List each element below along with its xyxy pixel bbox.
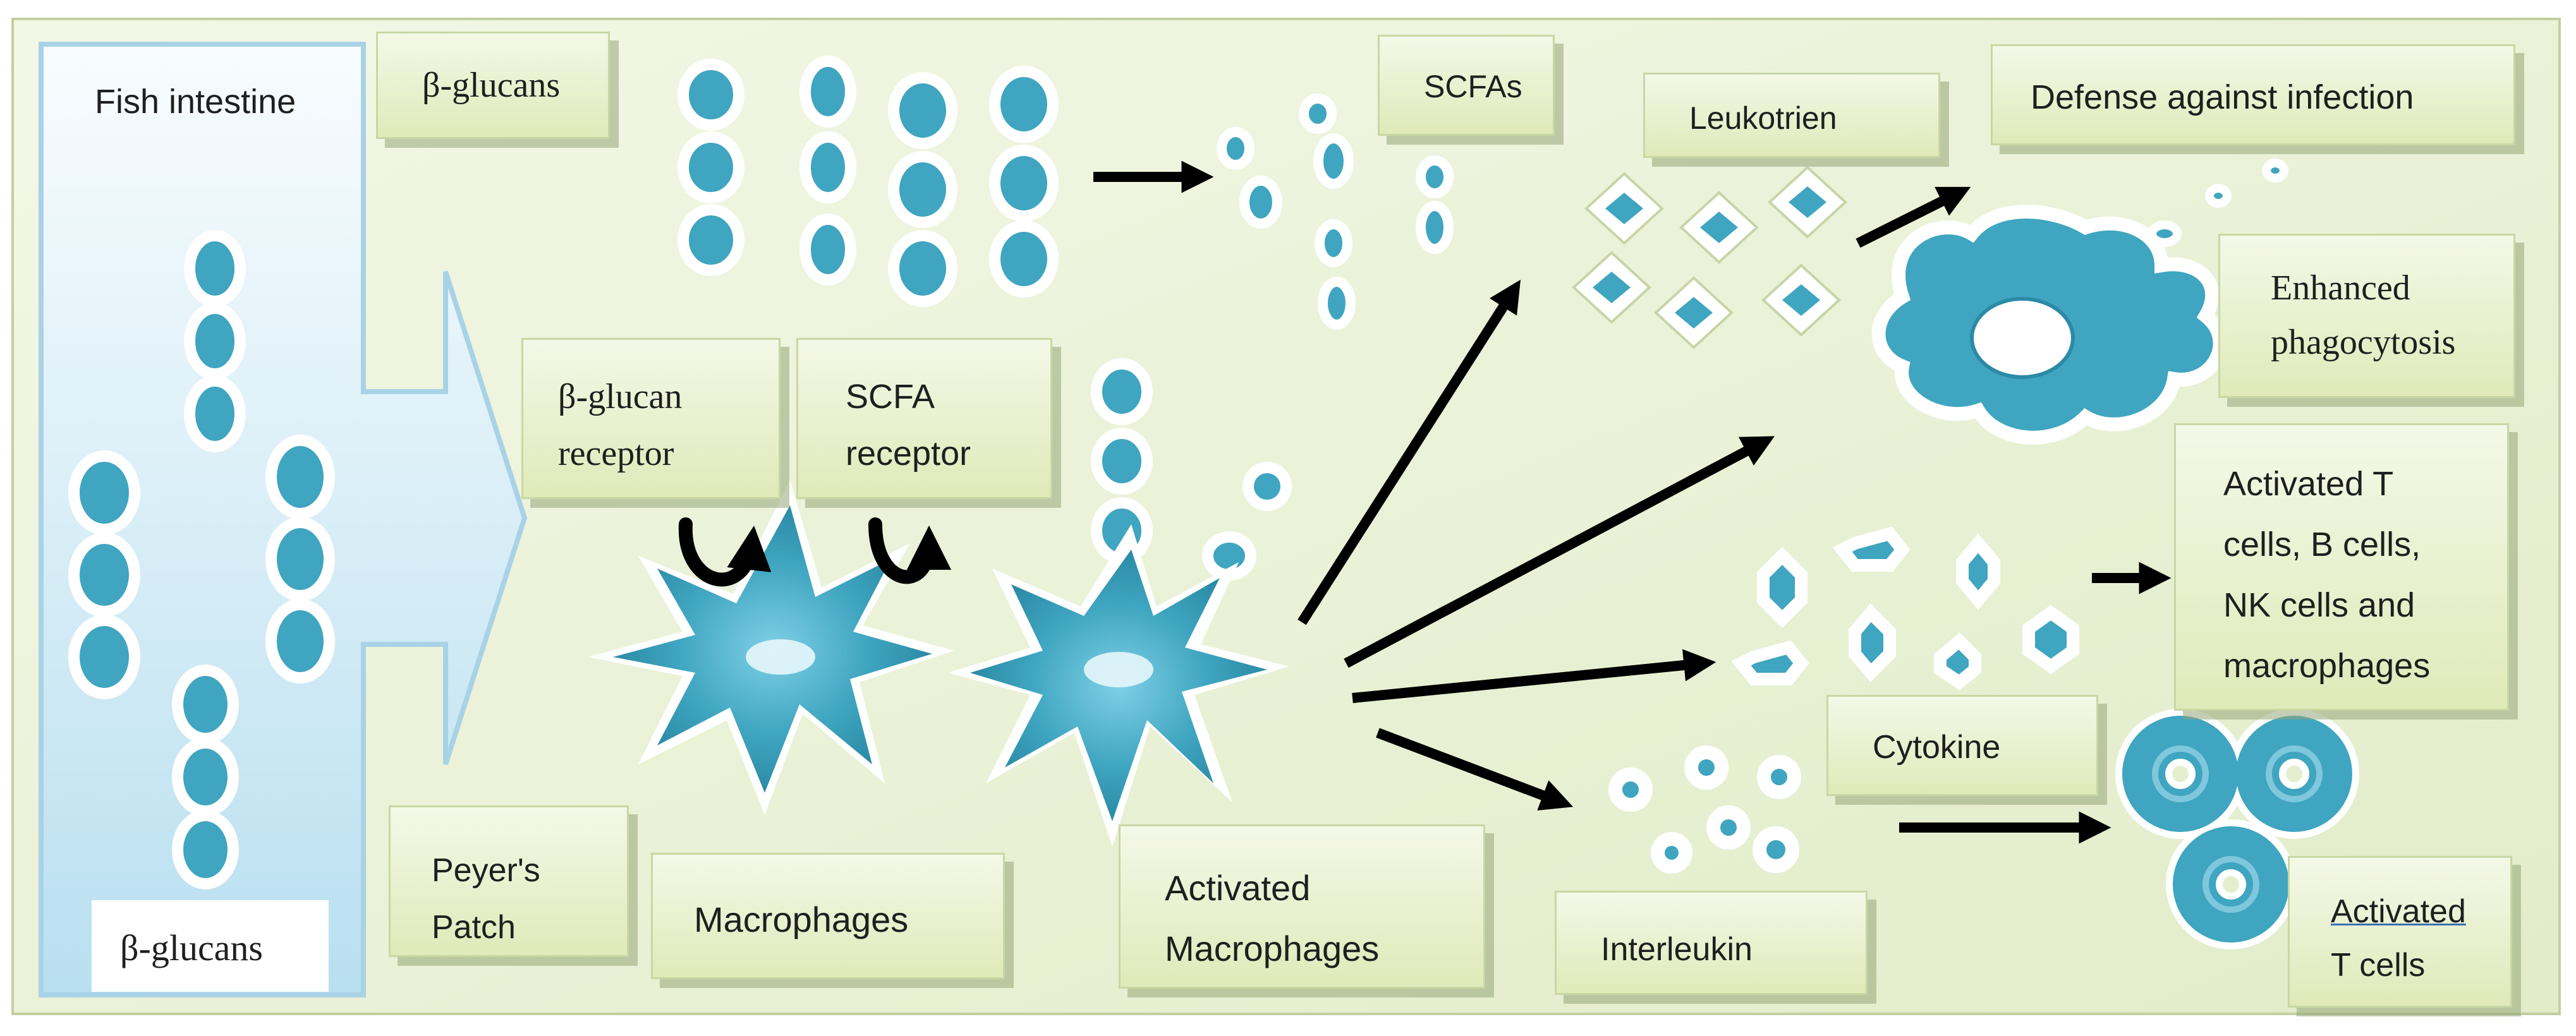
- macrophage-burst: [588, 480, 954, 815]
- beta-glucans-top-box: β-glucans: [376, 32, 610, 139]
- burst-nucleus: [1084, 652, 1153, 687]
- cell: [1091, 358, 1153, 425]
- cell: [172, 665, 239, 744]
- cell: [1091, 428, 1153, 495]
- beta-glucan-chains-top: [677, 56, 1059, 307]
- cell: [677, 131, 744, 203]
- flow-arrows: [1093, 160, 2172, 844]
- t-cell: [2122, 716, 2239, 832]
- beta-glucan-receptor-box: β-glucan receptor: [521, 338, 781, 499]
- defense-box: Defense against infection: [1991, 44, 2515, 145]
- interleukin-cells: [1608, 745, 1801, 874]
- cell: [1242, 462, 1292, 511]
- peyers-patch-box: Peyer's Patch: [389, 805, 629, 957]
- particle: [2205, 184, 2232, 208]
- cell: [184, 375, 246, 452]
- cell: [184, 230, 246, 307]
- receptor-curved-arrows: [678, 517, 952, 587]
- arrow-to-cytokine: [1352, 649, 1716, 703]
- cell: [1757, 755, 1801, 799]
- t-cell: [2173, 826, 2289, 943]
- cell: [799, 56, 856, 128]
- particle: [2148, 220, 2182, 247]
- leukotrien-box: Leukotrien: [1643, 73, 1940, 158]
- cell: [1416, 155, 1454, 198]
- scfa-receptor-box: SCFA receptor: [796, 338, 1052, 499]
- cell: [265, 517, 335, 601]
- cell: [265, 599, 335, 684]
- cytokine-hexagons: [1731, 526, 2079, 690]
- cell: [1651, 832, 1692, 874]
- activated-t-cells-box: Activated T cells: [2288, 856, 2512, 1008]
- cell: [1684, 745, 1728, 790]
- cell: [68, 533, 140, 617]
- cell: [677, 204, 744, 276]
- cell: [184, 303, 246, 380]
- cell: [677, 59, 744, 131]
- cell: [1315, 219, 1352, 267]
- enhanced-phagocytosis-box: Enhanced phagocytosis: [2218, 234, 2515, 398]
- cell: [1313, 133, 1354, 189]
- cell: [888, 151, 957, 228]
- activated-macrophage-burst: [948, 524, 1289, 846]
- hexagon: [2022, 605, 2079, 675]
- hexagon: [1849, 603, 1896, 682]
- cell: [888, 230, 957, 307]
- cell: [1706, 805, 1751, 850]
- hexagon: [1832, 526, 1911, 572]
- cytokine-box: Cytokine: [1826, 695, 2098, 796]
- beta-glucans-bottom-label: β-glucans: [92, 900, 329, 992]
- cell: [1318, 277, 1356, 330]
- interleukin-box: Interleukin: [1555, 891, 1868, 995]
- cell: [1416, 201, 1454, 254]
- cell: [799, 131, 856, 203]
- arrow-to-interleukin: [1376, 728, 1574, 811]
- cell: [1753, 826, 1799, 873]
- beta-glucan-chains-intestine: [68, 230, 335, 889]
- cell: [888, 72, 957, 149]
- scfa-fragments: [1217, 93, 1454, 330]
- cell: [799, 214, 856, 286]
- scfas-box: SCFAs: [1378, 35, 1555, 136]
- macrophages-box: Macrophages: [651, 853, 1005, 979]
- cell: [265, 435, 335, 519]
- hexagon: [1934, 632, 1981, 690]
- activated-macrophages-box: Activated Macrophages: [1119, 824, 1485, 989]
- cell: [1217, 127, 1255, 170]
- phagocyte-cell: [1871, 159, 2288, 445]
- fish-intestine-label: Fish intestine: [95, 83, 296, 121]
- cell: [68, 615, 140, 699]
- cell: [1608, 768, 1653, 812]
- arrow-to-phagocytosis: [1344, 436, 1775, 668]
- arrow-leukotrien-to-phagocyte: [1856, 186, 1971, 248]
- hexagon: [1731, 640, 1809, 685]
- activated-t-cells: [2115, 709, 2359, 949]
- hexagon: [1956, 533, 2000, 610]
- cell: [68, 450, 140, 535]
- cell: [1239, 176, 1282, 229]
- cell: [989, 220, 1059, 298]
- hexagon: [1757, 546, 1807, 629]
- arrow-to-leukotrien: [1297, 279, 1521, 625]
- macrophage-precursor-cells: [1091, 358, 1292, 581]
- leukotrien-diamonds: [1572, 166, 1847, 349]
- cell: [172, 737, 239, 817]
- intestine-arrow: [39, 42, 528, 997]
- cell: [989, 145, 1059, 222]
- cell: [1299, 93, 1337, 134]
- nucleus: [1970, 297, 2075, 379]
- particle: [2262, 159, 2288, 183]
- activated-cells-box: Activated T cells, B cells, NK cells and…: [2174, 423, 2509, 711]
- cell: [989, 66, 1059, 143]
- cell: [172, 810, 239, 889]
- t-cell: [2236, 716, 2352, 832]
- burst-nucleus: [746, 639, 815, 675]
